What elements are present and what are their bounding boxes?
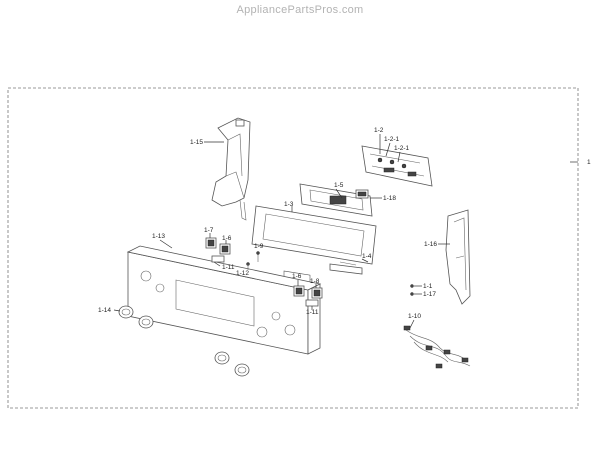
label-1-14[interactable]: 1-14 <box>98 307 111 314</box>
part-1-7-switch[interactable] <box>205 237 217 249</box>
part-1-3-display-frame[interactable] <box>251 205 377 286</box>
label-1-6b[interactable]: 1-6 <box>292 273 302 280</box>
part-1-14-knob-2[interactable] <box>138 315 154 329</box>
part-1-1-screw[interactable] <box>410 284 414 288</box>
label-1-8[interactable]: 1-8 <box>310 278 320 285</box>
label-1-9[interactable]: 1-9 <box>254 243 264 250</box>
part-1-9-screw[interactable] <box>256 251 260 263</box>
part-1-6-switch-b[interactable] <box>293 285 305 297</box>
label-1-12[interactable]: 1-12 <box>236 270 249 277</box>
part-1-16-bracket[interactable] <box>445 209 471 305</box>
part-1-4-strip[interactable] <box>329 261 363 275</box>
label-1-13[interactable]: 1-13 <box>152 233 165 240</box>
label-1-3[interactable]: 1-3 <box>284 201 294 208</box>
label-1-17[interactable]: 1-17 <box>423 291 436 298</box>
leader-1-14 <box>113 309 121 312</box>
label-1-10[interactable]: 1-10 <box>408 313 421 320</box>
part-1-2-control-board[interactable] <box>361 145 433 187</box>
part-1-5-display-module[interactable] <box>299 183 373 217</box>
part-1-15-bracket[interactable] <box>211 117 251 221</box>
label-1-4[interactable]: 1-4 <box>362 253 372 260</box>
label-1-11a[interactable]: 1-11 <box>222 264 235 271</box>
label-1-15[interactable]: 1-15 <box>190 139 203 146</box>
part-1-11-clip-a[interactable] <box>211 255 225 263</box>
label-1-6a[interactable]: 1-6 <box>222 235 232 242</box>
part-1-6-switch-a[interactable] <box>219 243 231 255</box>
part-1-17-screw[interactable] <box>410 292 414 296</box>
part-1-14-knob-3[interactable] <box>214 351 230 365</box>
label-1-16[interactable]: 1-16 <box>424 241 437 248</box>
part-1-11-clip-b[interactable] <box>305 299 319 307</box>
assembly-boundary <box>7 87 579 409</box>
leader-1-4 <box>361 258 369 263</box>
part-1-18[interactable] <box>355 189 369 199</box>
label-1-1[interactable]: 1-1 <box>423 283 433 290</box>
leader-1-13 <box>159 239 173 249</box>
part-1-8-switch[interactable] <box>311 287 323 299</box>
label-1-7[interactable]: 1-7 <box>204 227 214 234</box>
leader-1-10 <box>409 319 415 329</box>
leader-1-5 <box>335 188 343 199</box>
label-1-2-1[interactable]: 1-2-1 <box>384 136 400 143</box>
part-1-10-wire-harness[interactable] <box>403 325 471 369</box>
part-1-12-screw[interactable] <box>246 262 250 271</box>
label-1-18[interactable]: 1-18 <box>383 195 396 202</box>
part-1-14-knob-4[interactable] <box>234 363 250 377</box>
watermark: AppliancePartsPros.com <box>236 4 364 16</box>
label-1-2[interactable]: 1-2 <box>374 127 384 134</box>
label-1-2-1b[interactable]: 1-2-1 <box>394 145 410 152</box>
part-1-14-knob-1[interactable] <box>118 305 134 319</box>
leader-1-11a <box>213 261 221 267</box>
label-1-5[interactable]: 1-5 <box>334 182 344 189</box>
part-1-13-control-panel[interactable] <box>126 245 322 355</box>
label-1[interactable]: 1 <box>587 159 591 166</box>
leader-1-2-1b <box>397 151 401 163</box>
label-1-11b[interactable]: 1-11 <box>306 309 319 316</box>
leader-1-2-1 <box>385 142 391 157</box>
